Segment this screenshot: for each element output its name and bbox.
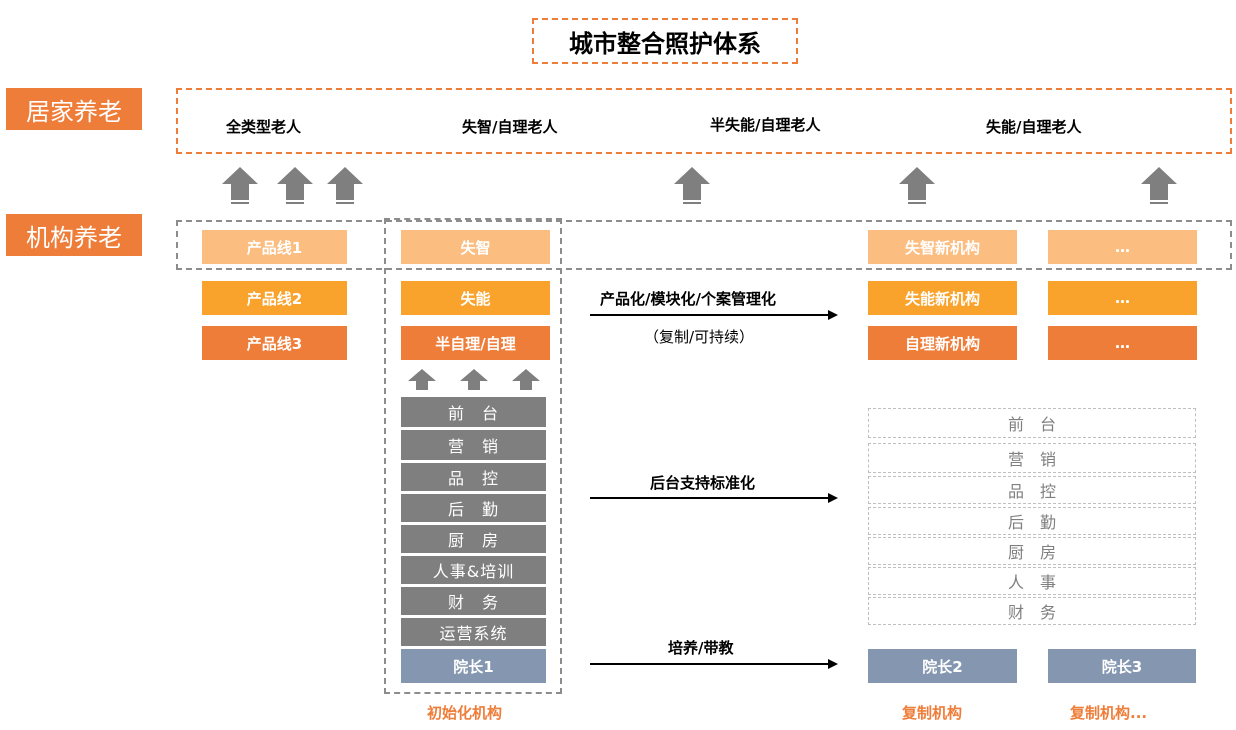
initial-institution-frame xyxy=(384,218,562,694)
productization-arrowhead xyxy=(828,310,838,320)
backend-logistics: 后 勤 xyxy=(401,494,546,522)
up-arrow-icon xyxy=(327,167,363,204)
institution-frame xyxy=(176,220,1232,270)
up-arrow-icon xyxy=(512,369,540,390)
up-arrow-icon xyxy=(899,167,935,204)
training-label: 培养/带教 xyxy=(668,639,734,657)
replicated-finance: 财 务 xyxy=(868,597,1196,625)
home-group-disabled: 失能/自理老人 xyxy=(986,118,1082,136)
level-disabled: 失能 xyxy=(401,281,550,315)
backend-arrowhead xyxy=(828,493,838,503)
home-group-semi-disabled: 半失能/自理老人 xyxy=(710,116,821,134)
level-self-care: 半自理/自理 xyxy=(401,326,550,360)
director-1: 院长1 xyxy=(401,649,546,683)
backend-front-desk: 前 台 xyxy=(401,397,546,427)
product-line-3: 产品线3 xyxy=(202,326,347,360)
replicated-marketing: 营 销 xyxy=(868,443,1196,473)
up-arrow-icon xyxy=(460,369,488,390)
more-level-2: … xyxy=(1048,281,1197,315)
replicated-kitchen: 厨 房 xyxy=(868,537,1196,565)
level-dementia: 失智 xyxy=(401,230,550,264)
institution-care-label: 机构养老 xyxy=(6,214,142,256)
up-arrows-row xyxy=(222,167,1177,204)
replicated-logistics: 后 勤 xyxy=(868,507,1196,535)
home-care-label: 居家养老 xyxy=(6,88,142,130)
productization-sublabel: （复制/可持续） xyxy=(644,328,755,346)
small-up-arrows xyxy=(408,369,540,390)
backend-arrow-line xyxy=(590,497,828,499)
home-group-dementia: 失智/自理老人 xyxy=(462,118,558,136)
backend-quality: 品 控 xyxy=(401,463,546,491)
productization-arrow-line xyxy=(590,314,828,316)
director-2: 院长2 xyxy=(868,649,1017,683)
new-institution-self-care: 自理新机构 xyxy=(868,326,1017,360)
up-arrow-icon xyxy=(408,369,436,390)
backend-marketing: 营 销 xyxy=(401,430,546,460)
up-arrow-icon xyxy=(674,167,710,204)
caption-initial: 初始化机构 xyxy=(427,704,503,722)
backend-finance: 财 务 xyxy=(401,587,546,615)
productization-label: 产品化/模块化/个案管理化 xyxy=(600,290,776,308)
backend-hr-training: 人事&培训 xyxy=(401,556,546,584)
training-arrowhead xyxy=(828,659,838,669)
new-institution-disabled: 失能新机构 xyxy=(868,281,1017,315)
product-line-1: 产品线1 xyxy=(202,230,347,264)
up-arrow-icon xyxy=(277,167,313,204)
product-line-2: 产品线2 xyxy=(202,281,347,315)
backend-ops-system: 运营系统 xyxy=(401,618,546,646)
new-institution-dementia: 失智新机构 xyxy=(868,230,1017,264)
page-title: 城市整合照护体系 xyxy=(569,29,761,58)
home-group-all: 全类型老人 xyxy=(226,118,302,136)
backend-kitchen: 厨 房 xyxy=(401,525,546,553)
up-arrow-icon xyxy=(222,167,258,204)
replicated-quality: 品 控 xyxy=(868,476,1196,504)
up-arrow-icon xyxy=(1141,167,1177,204)
training-arrow-line xyxy=(590,663,828,665)
more-level-3: … xyxy=(1048,326,1197,360)
title-frame: 城市整合照护体系 xyxy=(532,18,798,64)
home-care-frame xyxy=(176,88,1232,154)
replicated-hr: 人 事 xyxy=(868,567,1196,595)
more-level-1: … xyxy=(1048,230,1197,264)
backend-standardization-label: 后台支持标准化 xyxy=(650,474,756,492)
caption-copy-2: 复制机构... xyxy=(1070,704,1148,722)
caption-copy-1: 复制机构 xyxy=(902,704,963,722)
director-3: 院长3 xyxy=(1048,649,1196,683)
replicated-front-desk: 前 台 xyxy=(868,408,1196,438)
